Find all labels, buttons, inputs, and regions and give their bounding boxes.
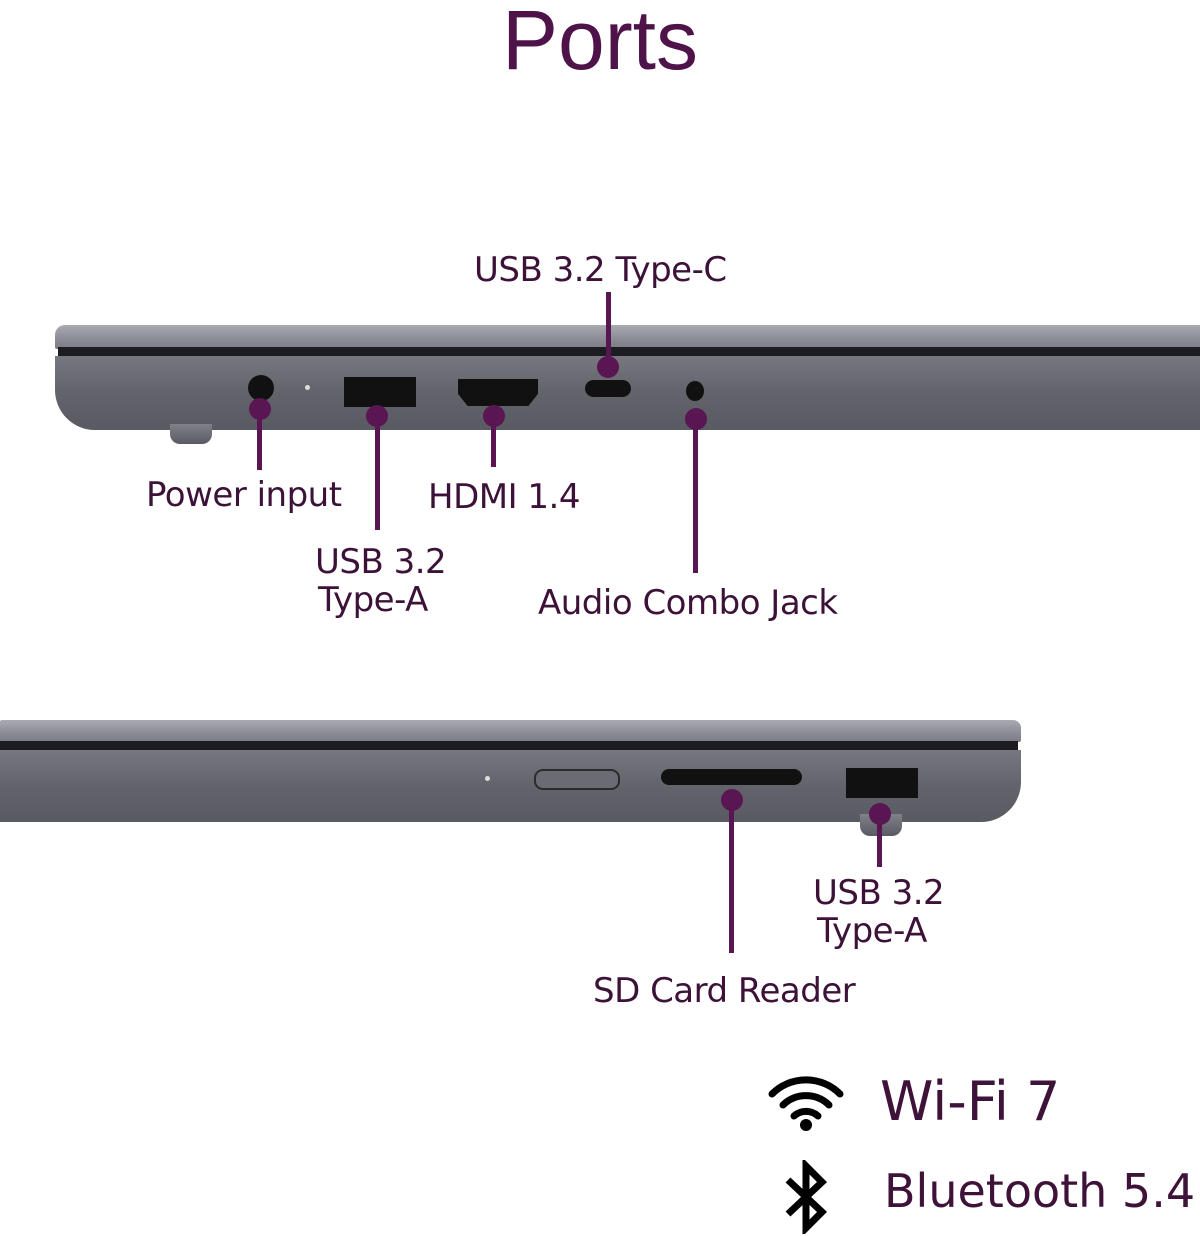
label-power-input: Power input (146, 475, 342, 515)
callout-line (257, 405, 262, 470)
sim-tray (534, 769, 620, 790)
callout-line (693, 418, 698, 573)
wifi-icon (768, 1076, 844, 1131)
laptop-lid (0, 720, 1021, 742)
label-audio-jack: Audio Combo Jack (538, 583, 838, 623)
callout-dot (366, 405, 388, 427)
label-usb-a-line2: Type-A (817, 911, 927, 951)
label-usb-a-line2: Type-A (318, 580, 428, 620)
label-usb-a-line1: USB 3.2 (315, 542, 447, 582)
label-hdmi: HDMI 1.4 (428, 477, 581, 517)
hdmi-port (458, 379, 538, 406)
callout-line (877, 812, 882, 867)
bluetooth-label: Bluetooth 5.4 (884, 1164, 1196, 1218)
callout-line (729, 800, 734, 953)
usb-a-port (846, 768, 918, 798)
callout-dot (249, 398, 271, 420)
callout-dot (721, 789, 743, 811)
status-led (305, 385, 310, 390)
power-input-port (248, 375, 274, 401)
rubber-foot (170, 424, 212, 444)
audio-jack-port (686, 381, 704, 401)
callout-dot (869, 803, 891, 825)
label-usb-c: USB 3.2 Type-C (474, 250, 727, 290)
lid-gap (58, 347, 1200, 356)
sd-card-slot (661, 769, 802, 785)
callout-line (375, 415, 380, 530)
bluetooth-icon (785, 1160, 828, 1234)
label-usb-a-line1: USB 3.2 (813, 873, 945, 913)
laptop-lid (55, 325, 1200, 349)
callout-line (491, 415, 496, 467)
callout-dot (483, 405, 505, 427)
lid-gap (0, 741, 1018, 750)
callout-dot (685, 408, 707, 430)
label-sd-card: SD Card Reader (593, 971, 856, 1011)
status-led (485, 776, 490, 781)
callout-line (606, 292, 611, 367)
callout-dot (597, 356, 619, 378)
wifi-label: Wi-Fi 7 (880, 1070, 1061, 1133)
usb-a-port (344, 377, 416, 407)
usb-c-port (585, 380, 631, 397)
page-title: Ports (501, 0, 699, 87)
